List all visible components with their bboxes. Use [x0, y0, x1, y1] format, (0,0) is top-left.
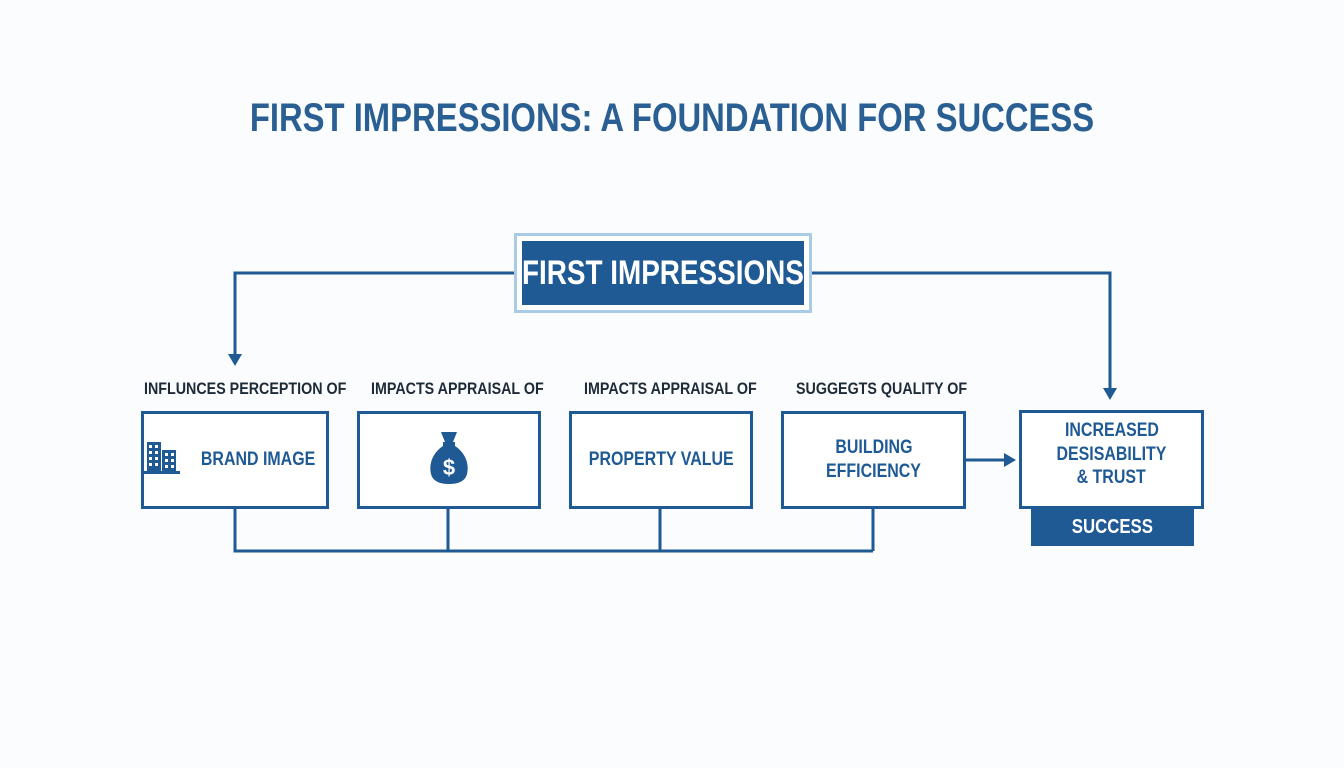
caption-property: IMPACTS APPRAISAL OF [584, 379, 757, 398]
outcome-label-line1: INCREASED [1064, 419, 1159, 441]
appraisal-money-node: $ [357, 411, 541, 509]
root-node-label: FIRST IMPRESSIONS [522, 253, 804, 292]
caption-money: IMPACTS APPRAISAL OF [371, 379, 544, 398]
outcome-node: INCREASED DESISABILITY & TRUST [1019, 410, 1204, 509]
dollar-symbol: $ [443, 455, 455, 480]
caption-efficiency: SUGGEGTS QUALITY OF [796, 379, 968, 398]
outcome-label-line3: & TRUST [1076, 467, 1147, 489]
root-to-right-arrow [812, 271, 1112, 390]
property-value-node: PROPERTY VALUE [569, 411, 753, 509]
efficiency-label-line2: EFFICIENCY [826, 461, 921, 482]
left-arrowhead [228, 354, 242, 366]
root-node: FIRST IMPRESSIONS [522, 241, 804, 305]
page-title: FIRST IMPRESSIONS: A FOUNDATION FOR SUCC… [249, 96, 1095, 140]
money-bag-icon: $ [429, 428, 469, 493]
bottom-bus-line [233, 508, 875, 553]
success-banner: SUCCESS [1031, 508, 1194, 546]
success-label: SUCCESS [1071, 515, 1154, 538]
property-value-label: PROPERTY VALUE [588, 449, 734, 471]
efficiency-label-line1: BUILDING [834, 437, 913, 459]
root-to-left-arrow [233, 271, 514, 356]
outcome-arrowhead [1004, 453, 1016, 467]
right-arrowhead [1103, 388, 1117, 400]
brand-image-node: BRAND IMAGE [141, 411, 329, 509]
building-icon [143, 438, 180, 483]
brand-image-label: BRAND IMAGE [200, 449, 316, 471]
building-efficiency-node: BUILDING EFFICIENCY [781, 411, 966, 509]
caption-brand: INFLUNCES PERCEPTION OF [144, 379, 347, 398]
outcome-label-line2: DESISABILITY [1056, 443, 1167, 465]
